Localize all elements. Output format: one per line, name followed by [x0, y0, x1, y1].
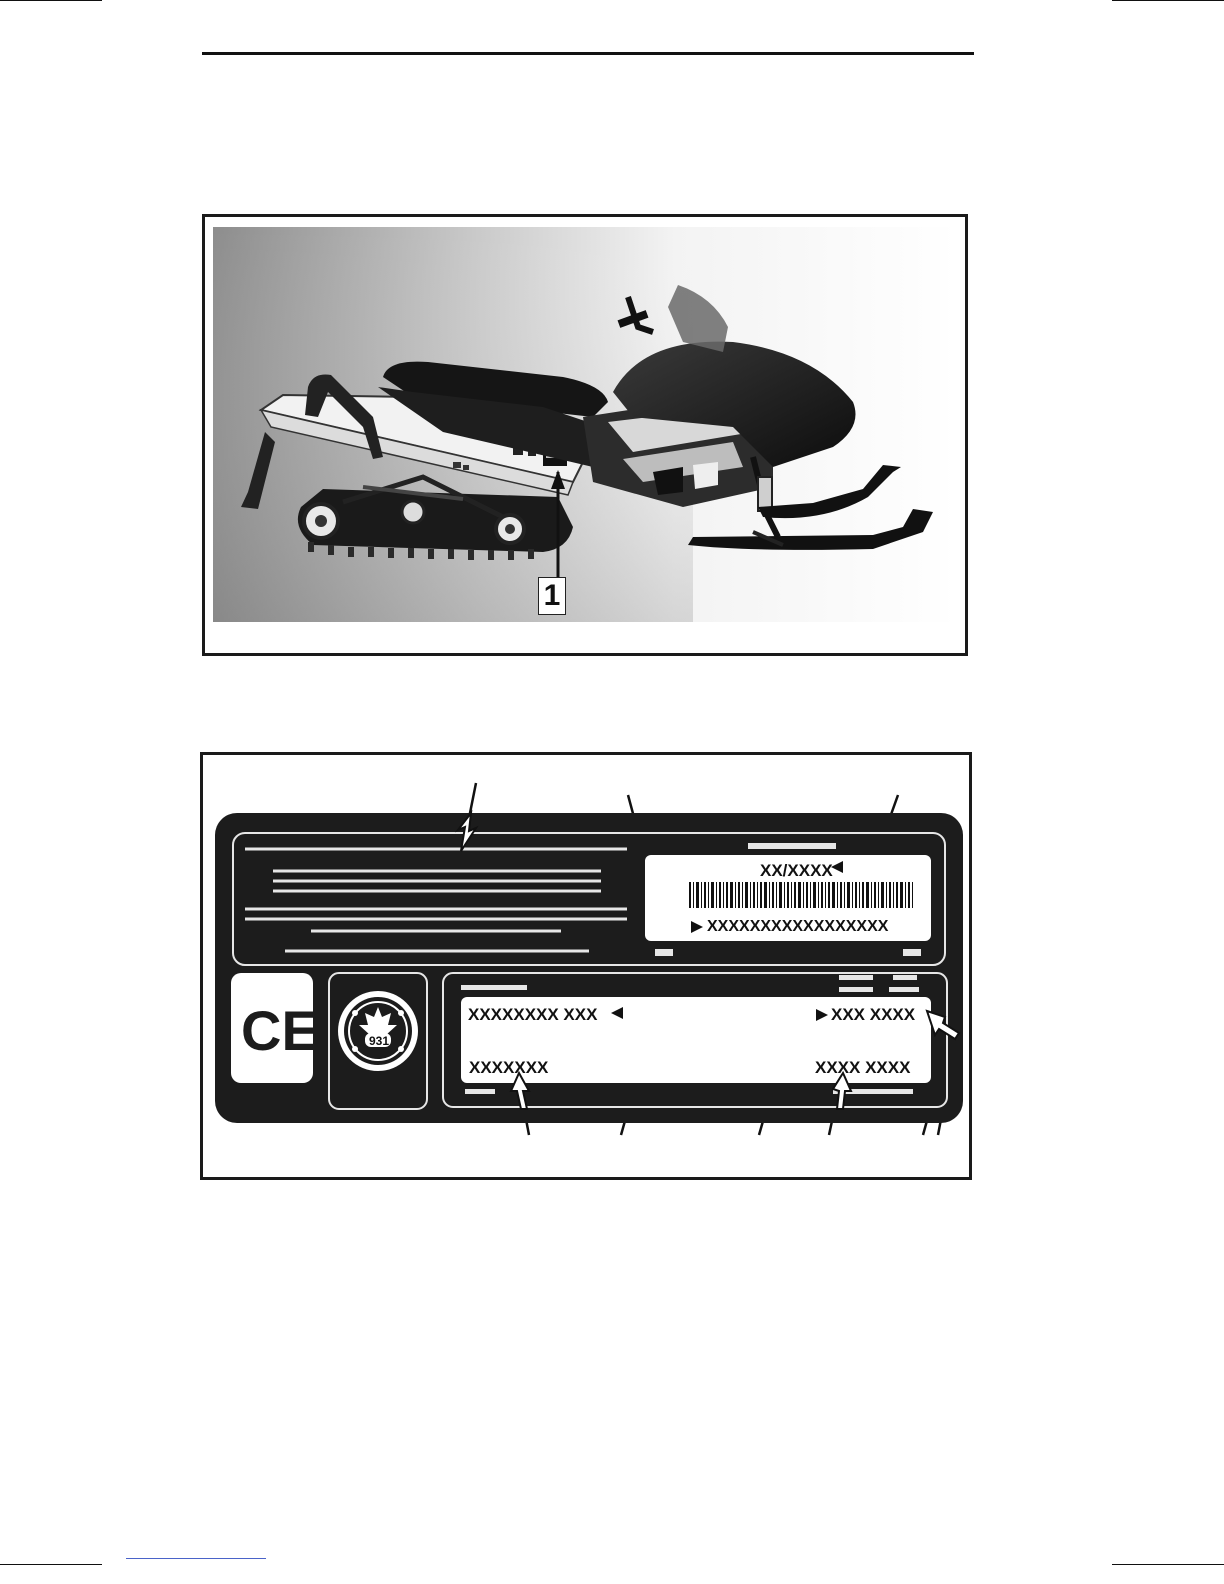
footer-link-underline[interactable] — [126, 1558, 266, 1559]
serial-code-text: XXXXXXXXXXXXXXXXX — [707, 918, 889, 935]
crop-mark-bottom-left — [0, 1564, 102, 1565]
crop-mark-top-right — [1112, 0, 1224, 1]
crop-mark-top-left — [0, 0, 102, 1]
field-bottom-left: XXXXXXX — [469, 1058, 549, 1077]
crop-mark-bottom-right — [1112, 1564, 1224, 1565]
callout-number-1: 1 — [538, 577, 566, 615]
field-bottom-right: XXXX XXXX — [815, 1058, 911, 1077]
header-rule — [202, 52, 974, 55]
ce-mark-icon: CE — [241, 999, 319, 1062]
field-top-right: XXX XXXX — [831, 1005, 916, 1024]
figure-identification-decal: XX/XXXX XXXXXXXXXXXXXXXXX CE 931 — [200, 752, 972, 1180]
date-code-text: XX/XXXX — [760, 861, 833, 880]
snowmobile-photo — [213, 227, 958, 622]
badge-number: 931 — [369, 1034, 389, 1048]
decal-diagram: XX/XXXX XXXXXXXXXXXXXXXXX CE 931 — [203, 755, 969, 1177]
figure-snowmobile: 1 — [202, 214, 968, 656]
maple-leaf-badge: 931 — [338, 991, 418, 1071]
field-top-left: XXXXXXXX XXX — [468, 1005, 598, 1024]
